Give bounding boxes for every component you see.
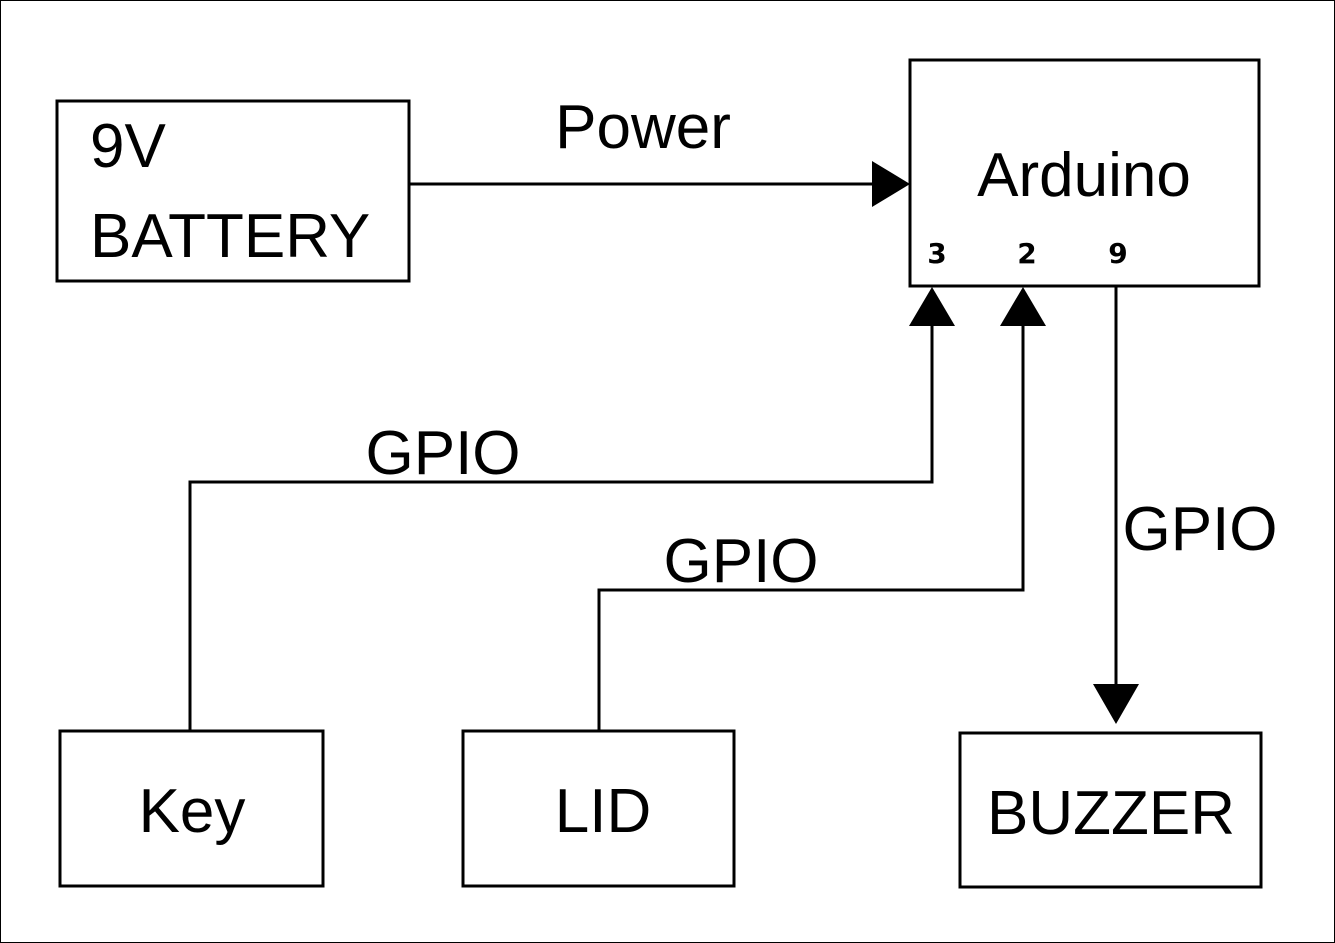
key-gpio-connection: GPIO	[188, 287, 955, 731]
buzzer-gpio-label: GPIO	[1122, 495, 1277, 564]
battery-label-line1: 9V	[90, 112, 166, 181]
arduino-pin-2: 2	[1017, 237, 1036, 270]
lid-gpio-label: GPIO	[663, 527, 818, 596]
power-label: Power	[555, 93, 731, 162]
lid-gpio-connection: GPIO	[597, 287, 1046, 731]
key-block: Key	[58, 729, 325, 888]
lid-label: LID	[555, 777, 651, 846]
arduino-pin-3: 3	[927, 237, 946, 270]
buzzer-gpio-connection: GPIO	[1093, 286, 1278, 724]
arduino-block: Arduino 3 2 9	[908, 58, 1261, 288]
key-gpio-label: GPIO	[365, 419, 520, 488]
key-gpio-arrowhead	[909, 287, 955, 326]
lid-block: LID	[461, 729, 736, 888]
arduino-pin-9: 9	[1108, 237, 1127, 270]
power-connection: Power	[409, 93, 910, 207]
arduino-label: Arduino	[977, 141, 1191, 210]
battery-block: 9V BATTERY	[55, 99, 411, 283]
buzzer-label: BUZZER	[987, 779, 1235, 848]
lid-gpio-arrowhead	[1000, 287, 1046, 326]
battery-label-line2: BATTERY	[90, 202, 370, 271]
buzzer-block: BUZZER	[958, 731, 1263, 889]
buzzer-gpio-arrowhead	[1093, 684, 1139, 724]
power-arrowhead	[872, 161, 910, 207]
key-label: Key	[139, 777, 246, 846]
